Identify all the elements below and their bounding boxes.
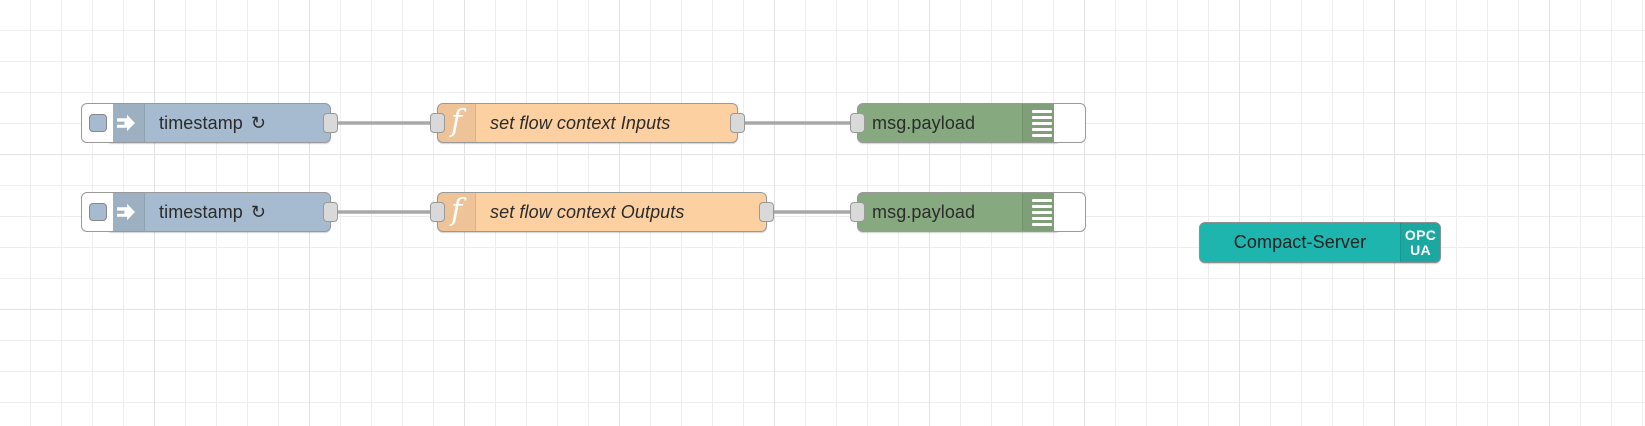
node-function-set-flow-context-outputs[interactable]: f set flow context Outputs — [430, 192, 774, 232]
inject-trigger-button-1[interactable] — [81, 103, 113, 143]
inject-label-text-1: timestamp — [159, 112, 243, 133]
debug-label-2: msg.payload — [872, 201, 976, 222]
function-input-port-1[interactable] — [430, 113, 445, 133]
inject-repeat-icon-2: ↻ — [250, 201, 267, 222]
inject-repeat-icon-1: ↻ — [250, 112, 267, 133]
inject-label-2: timestamp ↻ — [145, 193, 330, 231]
node-opcua-compact-server[interactable]: Compact-Server OPC UA — [1199, 222, 1441, 263]
function-glyph: f — [450, 104, 463, 139]
inject-trigger-button-inner-2 — [88, 203, 107, 221]
inject-arrow-icon — [107, 193, 145, 231]
opc-ua-icon: OPC UA — [1400, 223, 1440, 262]
debug-lines-icon — [1022, 193, 1060, 231]
node-inject-timestamp-1[interactable]: timestamp ↻ — [81, 103, 338, 143]
inject-label-text-2: timestamp — [159, 201, 243, 222]
inject-trigger-button-inner-1 — [88, 114, 107, 132]
debug-lines-icon-inner-2 — [1031, 198, 1052, 226]
function-input-port-2[interactable] — [430, 202, 445, 222]
debug-enable-toggle-2[interactable] — [1054, 192, 1086, 232]
node-debug-msg-payload-2[interactable]: msg.payload — [850, 192, 1086, 232]
debug-input-port-1[interactable] — [850, 113, 865, 133]
opc-ua-icon-line2: UA — [1410, 241, 1431, 258]
node-function-set-flow-context-inputs[interactable]: f set flow context Inputs — [430, 103, 745, 143]
function-label-1: set flow context Inputs — [490, 112, 671, 133]
function-output-port-2[interactable] — [759, 202, 774, 222]
inject-output-port-1[interactable] — [323, 113, 338, 133]
debug-lines-icon-inner-1 — [1031, 109, 1052, 137]
debug-lines-icon — [1022, 104, 1060, 142]
function-label-2: set flow context Outputs — [490, 201, 685, 222]
node-inject-timestamp-2[interactable]: timestamp ↻ — [81, 192, 338, 232]
opc-ua-icon-line1: OPC — [1404, 227, 1437, 244]
node-debug-msg-payload-1[interactable]: msg.payload — [850, 103, 1086, 143]
inject-output-port-2[interactable] — [323, 202, 338, 222]
inject-arrow-icon — [107, 104, 145, 142]
debug-enable-toggle-1[interactable] — [1054, 103, 1086, 143]
debug-label-1: msg.payload — [872, 112, 976, 133]
debug-input-port-2[interactable] — [850, 202, 865, 222]
inject-label-1: timestamp ↻ — [145, 104, 330, 142]
function-output-port-1[interactable] — [730, 113, 745, 133]
function-glyph: f — [450, 193, 463, 228]
inject-trigger-button-2[interactable] — [81, 192, 113, 232]
opcua-label: Compact-Server — [1233, 232, 1367, 252]
